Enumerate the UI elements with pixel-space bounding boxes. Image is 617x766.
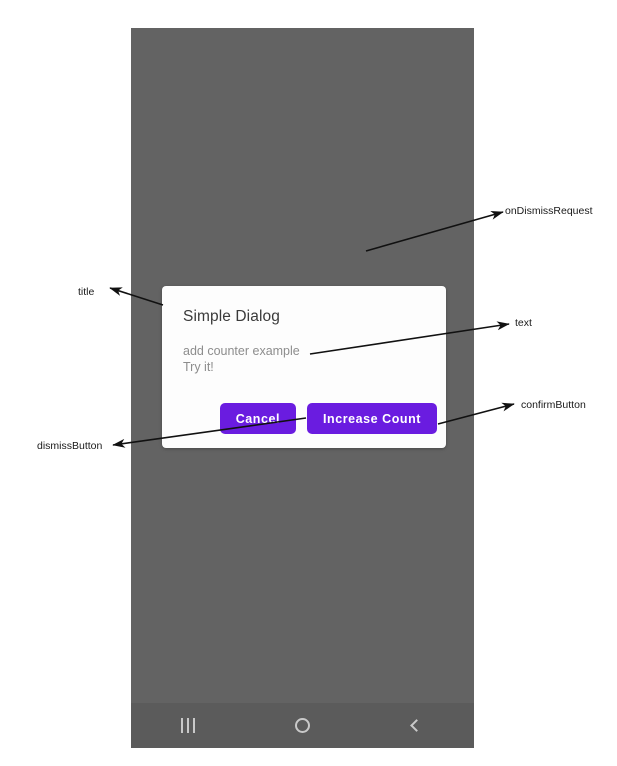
android-nav-bar — [131, 703, 474, 748]
back-button[interactable] — [394, 711, 440, 741]
annotation-label-text: text — [515, 317, 532, 329]
dialog-text: add counter example Try it! — [183, 344, 300, 374]
dismiss-button[interactable]: Cancel — [219, 403, 296, 434]
annotation-label-ondismissrequest: onDismissRequest — [505, 205, 593, 217]
annotation-label-dismissbutton: dismissButton — [37, 440, 103, 452]
dialog-action-row: Cancel Increase Count — [162, 403, 446, 434]
dialog-title: Simple Dialog — [183, 308, 280, 325]
home-circle-icon — [294, 718, 310, 733]
annotation-label-title: title — [78, 286, 95, 298]
alert-dialog: Simple Dialog add counter example Try it… — [162, 286, 446, 448]
recents-button[interactable] — [165, 711, 211, 741]
home-button[interactable] — [279, 711, 325, 741]
confirm-button[interactable]: Increase Count — [306, 403, 437, 434]
back-chevron-icon — [410, 719, 424, 732]
annotation-label-confirmbutton: confirmButton — [521, 399, 586, 411]
recents-icon — [181, 718, 196, 733]
